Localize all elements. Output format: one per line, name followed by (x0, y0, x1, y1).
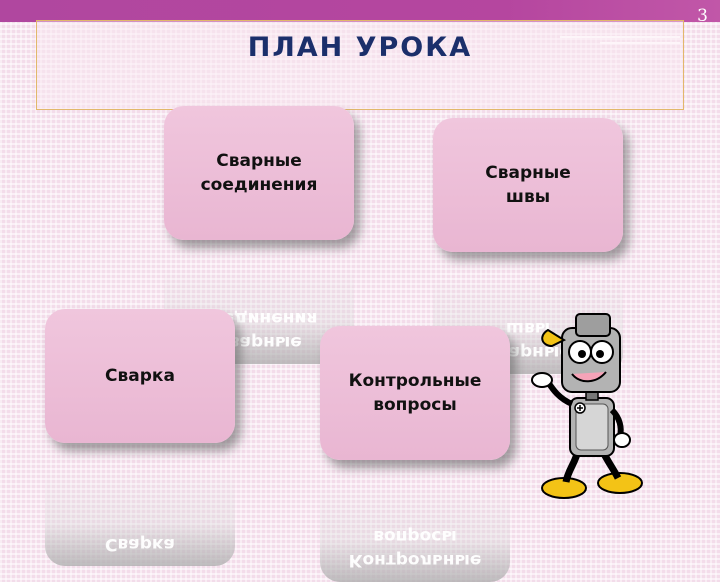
decorative-lines (560, 36, 680, 50)
top-band (0, 0, 720, 22)
card-label: Контрольные вопросы (348, 371, 482, 415)
card-welding[interactable]: Сварка (45, 309, 235, 443)
card-label: Сварка (105, 366, 175, 386)
slide-number: 3 (697, 6, 708, 26)
card-welds[interactable]: Сварные швы (433, 118, 623, 252)
card-control-questions[interactable]: Контрольные вопросы (320, 326, 510, 460)
card-label: Сварные соединения (200, 151, 318, 195)
title-frame (36, 20, 684, 110)
card-reflection-welding: Сварка (45, 446, 235, 566)
page-title: ПЛАН УРОКА (247, 32, 473, 63)
card-reflection-control-questions: Контрольные вопросы (320, 462, 510, 582)
robot-mascot-icon (531, 313, 643, 499)
card-label: Сварные швы (485, 163, 571, 207)
card-welded-joints[interactable]: Сварные соединения (164, 106, 354, 240)
